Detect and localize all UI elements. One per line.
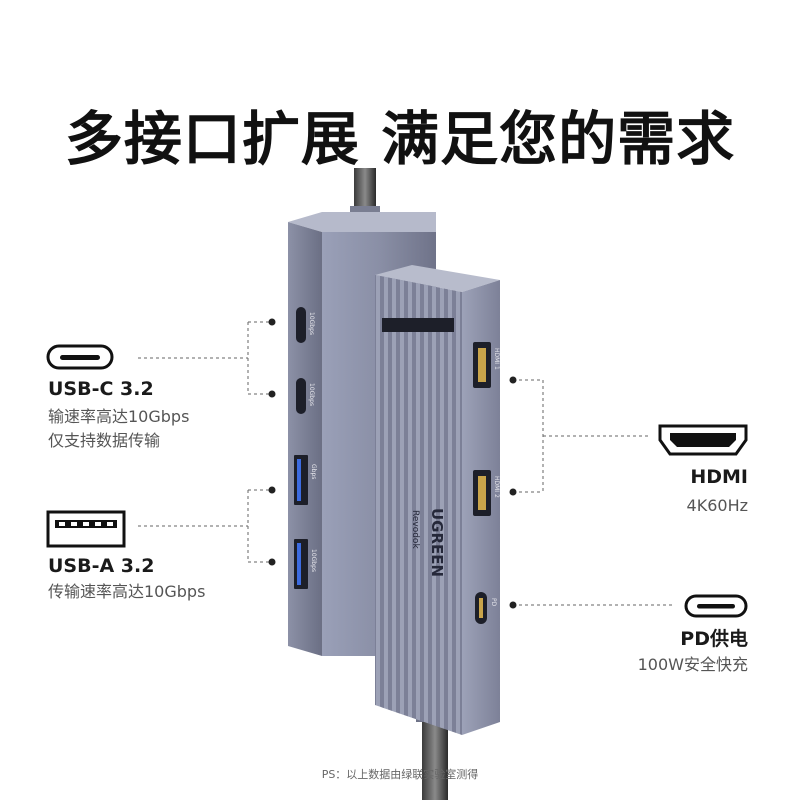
hdmi-port-icon <box>658 424 748 456</box>
pd-line1: 100W安全快充 <box>637 655 748 674</box>
usb-a-port-icon <box>46 510 126 548</box>
usb-c-title: USB-C 3.2 <box>48 378 154 400</box>
usb-c-port-1 <box>296 307 306 343</box>
leader-dots <box>268 318 517 609</box>
usb-c-port-2 <box>296 378 306 414</box>
port-label-2: 10Gbps <box>308 383 315 406</box>
page-headline: 多接口扩展 满足您的需求 <box>64 105 736 173</box>
model-name: Revodok <box>410 510 420 549</box>
hdmi-title: HDMI <box>690 466 748 488</box>
usb-a-line1: 传输速率高达10Gbps <box>48 582 206 601</box>
brand-logo: UGREEN <box>428 508 446 577</box>
usb-c-line1: 输速率高达10Gbps <box>48 407 190 426</box>
hdmi-label-2: HDMI 2 <box>493 476 500 498</box>
port-label-1: 10Gbps <box>308 312 315 335</box>
usb-c-port-icon <box>46 344 114 370</box>
hdmi-line1: 4K60Hz <box>686 496 748 515</box>
pd-label: PD <box>490 598 497 607</box>
leader-lines <box>138 321 672 606</box>
pd-title: PD供电 <box>680 628 748 650</box>
port-label-4: 10Gbps <box>310 549 317 572</box>
hdmi-label-1: HDMI 1 <box>493 348 500 370</box>
usb-c-pd-icon <box>684 594 748 618</box>
right-ports <box>473 342 491 624</box>
usb-a-title: USB-A 3.2 <box>48 555 155 577</box>
footnote: PS：以上数据由绿联实验室测得 <box>321 768 479 781</box>
port-label-3: Gbps <box>310 464 317 479</box>
usb-c-line2: 仅支持数据传输 <box>48 431 161 450</box>
left-ports <box>294 307 308 589</box>
